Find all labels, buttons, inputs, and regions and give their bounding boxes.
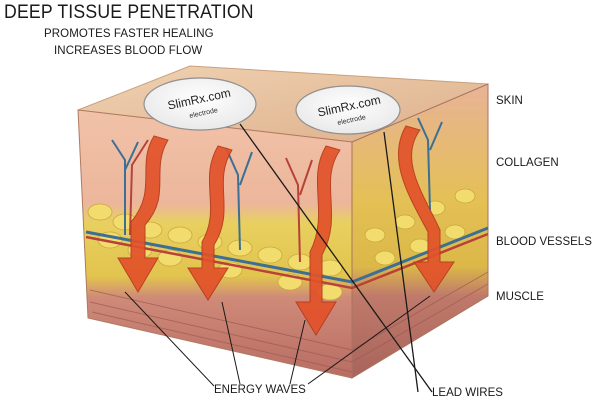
energy-arrow-3 xyxy=(295,145,341,336)
muscle-fibers xyxy=(89,271,489,373)
side-face xyxy=(351,83,489,379)
fat-globules xyxy=(87,188,476,301)
branching-vessels xyxy=(111,117,443,263)
energy-wave-callout-lines xyxy=(124,291,431,387)
energy-arrow-1 xyxy=(117,135,169,293)
electrode-pad-2 xyxy=(295,85,401,135)
energy-arrow-2 xyxy=(187,145,233,301)
energy-wave-arrows xyxy=(117,125,455,336)
subtitle-line-2: INCREASES BLOOD FLOW xyxy=(54,45,203,57)
label-lead-wires: LEAD WIRES xyxy=(432,387,503,399)
label-collagen: COLLAGEN xyxy=(496,157,559,169)
label-blood-vessels: BLOOD VESSELS xyxy=(496,236,592,248)
label-skin: SKIN xyxy=(496,95,523,107)
subtitle-line-1: PROMOTES FASTER HEALING xyxy=(44,28,214,40)
energy-arrow-4 xyxy=(397,125,455,293)
blood-vessel-band xyxy=(85,226,489,284)
lead-wires xyxy=(239,123,433,393)
diagram-title: DEEP TISSUE PENETRATION xyxy=(4,2,254,23)
label-muscle: MUSCLE xyxy=(496,291,544,303)
label-energy-waves: ENERGY WAVES xyxy=(214,384,306,396)
electrode-pad-1 xyxy=(143,77,257,131)
